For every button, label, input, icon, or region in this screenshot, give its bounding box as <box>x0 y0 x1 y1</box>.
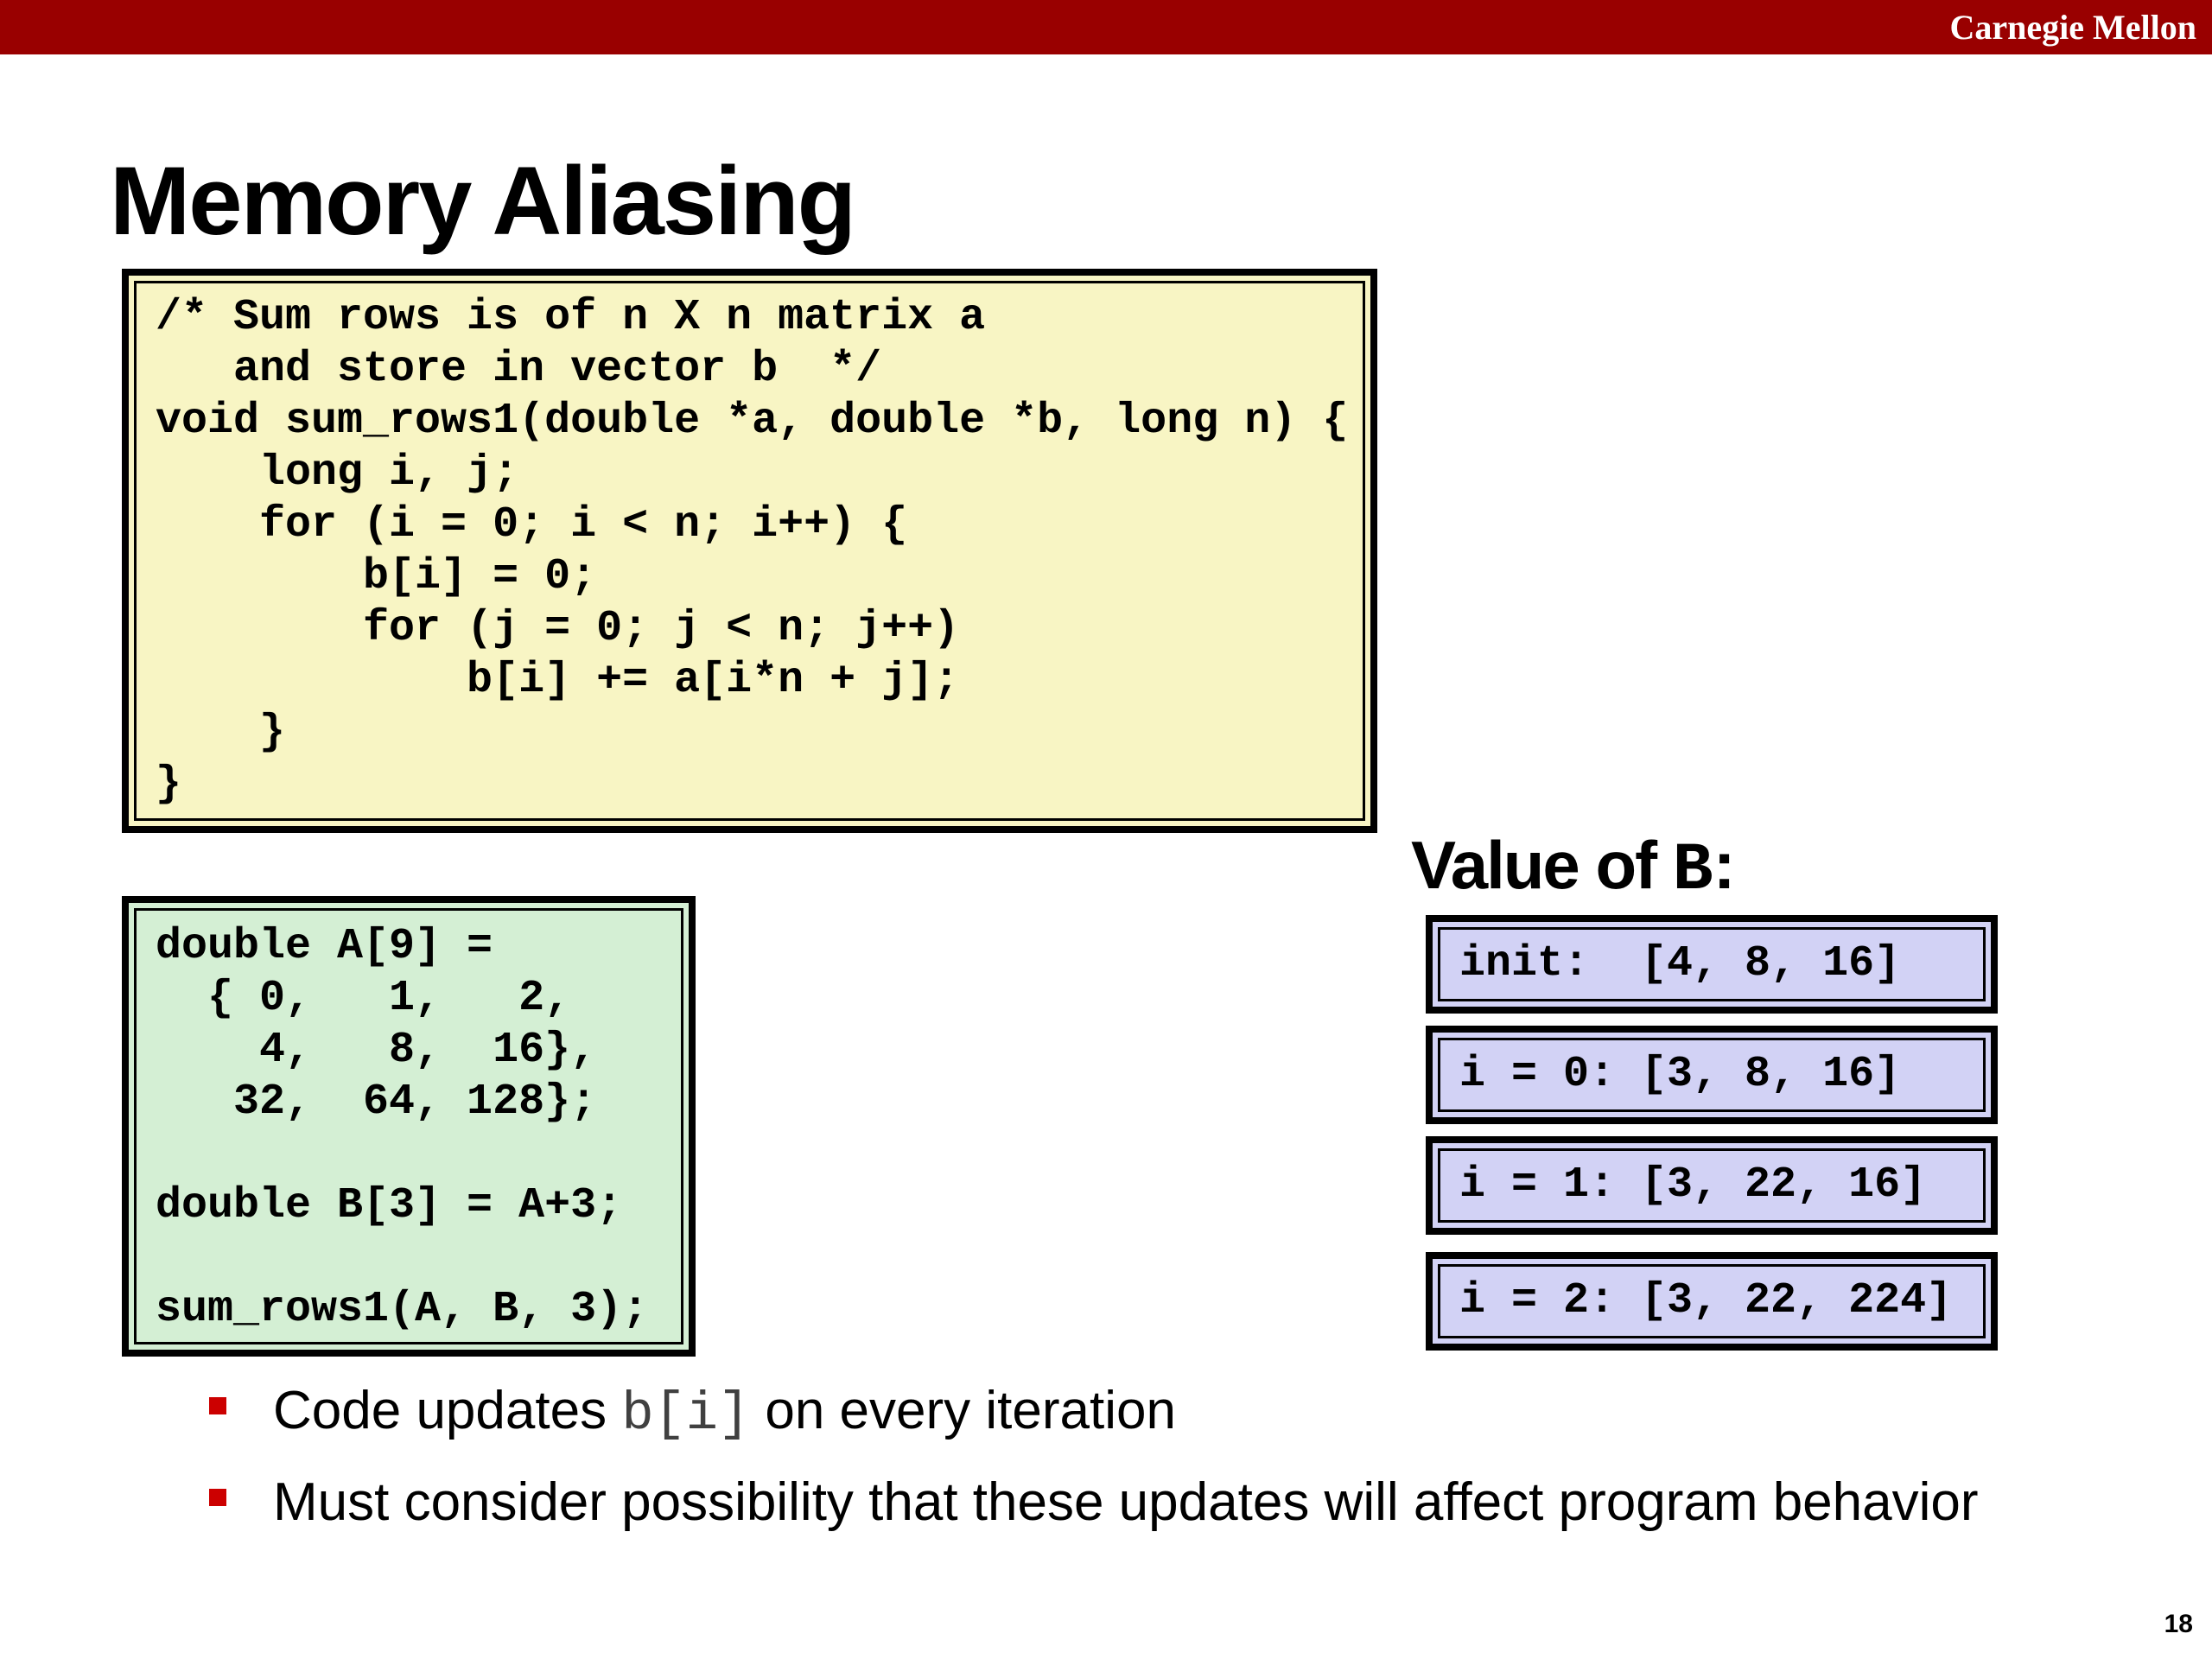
code-line: 4, 8, 16}, <box>156 1026 597 1075</box>
code-line: /* Sum rows is of n X n matrix a <box>156 293 986 342</box>
page-number: 18 <box>2164 1610 2193 1638</box>
b-state-text: i = 0: [3, 8, 16] <box>1459 1050 1901 1099</box>
code-line: { 0, 1, 2, <box>156 974 571 1023</box>
sum-rows-code: /* Sum rows is of n X n matrix a and sto… <box>156 292 1348 810</box>
code-box-inner-border <box>134 281 1365 821</box>
code-line: long i, j; <box>156 448 519 498</box>
code-line: b[i] += a[i*n + j]; <box>156 656 960 705</box>
code-line: } <box>156 708 286 757</box>
b-state-text: i = 1: [3, 22, 16] <box>1459 1160 1927 1210</box>
array-declaration-code-box: double A[9] = { 0, 1, 2, 4, 8, 16}, 32, … <box>122 896 696 1357</box>
state-box-inner-border <box>1438 1148 1986 1223</box>
bullet-text-before: Code updates <box>273 1381 622 1440</box>
value-of-b-heading: Value of B: <box>1411 825 1736 911</box>
code-box-inner-border <box>134 908 683 1344</box>
bullet-marker-icon <box>209 1397 226 1414</box>
value-heading-suffix: : <box>1713 827 1736 903</box>
b-state-text: init: [4, 8, 16] <box>1459 939 1901 988</box>
value-heading-variable: B <box>1672 833 1713 909</box>
b-state-init: init: [4, 8, 16] <box>1426 915 1998 1014</box>
code-line: for (i = 0; i < n; i++) { <box>156 500 908 550</box>
array-declaration-code: double A[9] = { 0, 1, 2, 4, 8, 16}, 32, … <box>156 921 648 1336</box>
code-line: for (j = 0; j < n; j++) <box>156 604 960 653</box>
state-box-inner-border <box>1438 1264 1986 1338</box>
code-line: sum_rows1(A, B, 3); <box>156 1285 649 1334</box>
code-line: double A[9] = <box>156 922 493 971</box>
code-line: } <box>156 760 182 809</box>
code-line: 32, 64, 128}; <box>156 1077 597 1127</box>
bullet-marker-icon <box>209 1489 226 1506</box>
header-bar: Carnegie Mellon <box>0 0 2212 54</box>
state-box-inner-border <box>1438 927 1986 1001</box>
bullet-text-after: on every iteration <box>750 1381 1176 1440</box>
bullet-inline-code: b[i] <box>621 1383 751 1445</box>
code-line: void sum_rows1(double *a, double *b, lon… <box>156 397 1349 446</box>
organization-name: Carnegie Mellon <box>1949 8 2197 47</box>
code-line: double B[3] = A+3; <box>156 1181 623 1230</box>
sum-rows-code-box: /* Sum rows is of n X n matrix a and sto… <box>122 269 1377 833</box>
b-state-i0: i = 0: [3, 8, 16] <box>1426 1026 1998 1124</box>
code-line: b[i] = 0; <box>156 552 597 601</box>
value-heading-label: Value of <box>1411 827 1673 903</box>
bullet-item: Must consider possibility that these upd… <box>273 1472 1979 1532</box>
state-box-inner-border <box>1438 1038 1986 1112</box>
bullet-item: Code updates b[i] on every iteration <box>273 1374 2070 1452</box>
slide-title: Memory Aliasing <box>110 147 856 255</box>
b-state-text: i = 2: [3, 22, 224] <box>1459 1276 1953 1325</box>
code-line: and store in vector b */ <box>156 345 882 394</box>
b-state-i2: i = 2: [3, 22, 224] <box>1426 1252 1998 1351</box>
b-state-i1: i = 1: [3, 22, 16] <box>1426 1136 1998 1235</box>
